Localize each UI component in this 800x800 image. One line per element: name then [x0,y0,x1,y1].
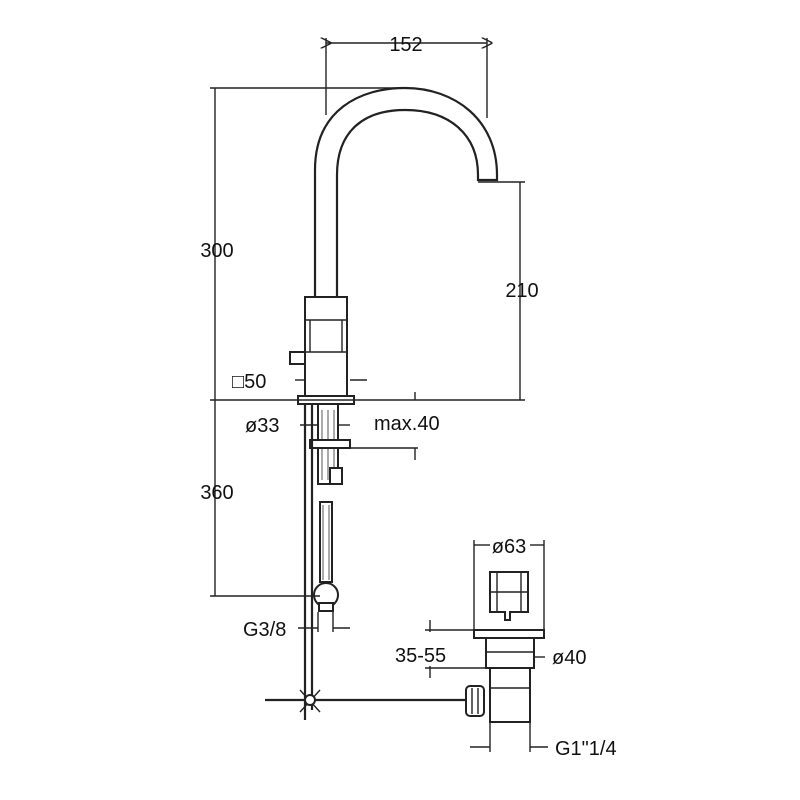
label-spout-reach: 152 [389,34,422,56]
tap-body [289,296,348,398]
label-max-thickness: max.40 [374,413,440,435]
label-body-size: □50 [232,371,266,393]
label-spout-height: 210 [505,280,538,302]
waste-plug [489,571,529,621]
pop-up-rod [265,404,470,713]
label-hose-length: 360 [200,482,233,504]
waste-body [465,629,545,723]
label-hose-connection: G3/8 [243,619,286,641]
fixing-washer [309,439,351,449]
flexible-hose [303,404,339,720]
label-mount-diameter: ø33 [245,415,279,437]
dimension-lines [210,38,548,752]
mounting-shank [309,403,351,485]
dimension-labels: 152 300 210 □50 ø33 max.40 360 G3/8 ø63 … [200,34,616,760]
label-waste-range: 35-55 [395,645,446,667]
label-waste-diameter: ø40 [552,647,586,669]
label-waste-thread: G1"1/4 [555,738,617,760]
fixing-nut [329,467,343,485]
label-total-height: 300 [200,240,233,262]
spout [313,86,499,298]
label-waste-diameter-top: ø63 [492,536,526,558]
lever-handle [289,351,306,365]
